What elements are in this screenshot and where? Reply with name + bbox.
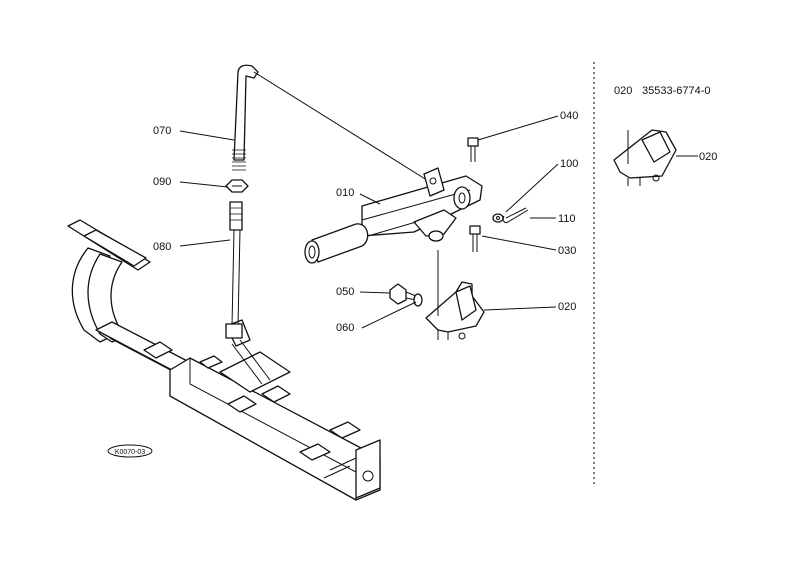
callout-020: 020	[558, 301, 576, 313]
side-part-number: 35533-6774-0	[642, 85, 711, 97]
callout-030: 030	[558, 245, 576, 257]
leader-lines	[179, 115, 559, 329]
rod-link-line	[253, 71, 431, 183]
part-050-bolt	[389, 283, 417, 305]
callout-010: 010	[336, 187, 354, 199]
part-090-lock-nut	[225, 179, 249, 193]
side-bracket-020	[613, 129, 677, 186]
callout-050: 050	[336, 286, 354, 298]
callout-070: 070	[153, 125, 171, 137]
callout-040: 040	[560, 110, 578, 122]
callout-080: 080	[153, 241, 171, 253]
callout-100: 100	[560, 158, 578, 170]
side-ref-code: 020	[614, 85, 632, 97]
side-callout-020: 020	[699, 151, 717, 163]
figure-code-badge: K0070-03	[107, 444, 153, 458]
brake-pedal-frame	[67, 219, 381, 501]
part-040-bolt	[467, 137, 479, 162]
part-060-washer	[413, 293, 423, 307]
callout-060: 060	[336, 322, 354, 334]
callout-110: 110	[558, 213, 576, 225]
part-010-parking-lever	[304, 167, 483, 264]
callout-090: 090	[153, 176, 171, 188]
side-panel: 020 35533-6774-0 020	[613, 85, 717, 186]
figure-code-text: K0070-03	[115, 449, 145, 456]
part-110-cotter-pin	[502, 207, 529, 223]
part-030-bolt	[469, 225, 481, 252]
part-080-turnbuckle-rod	[225, 201, 243, 339]
part-070-brake-rod	[232, 64, 259, 171]
part-100-washer	[492, 213, 504, 223]
part-020-bracket	[425, 250, 485, 340]
